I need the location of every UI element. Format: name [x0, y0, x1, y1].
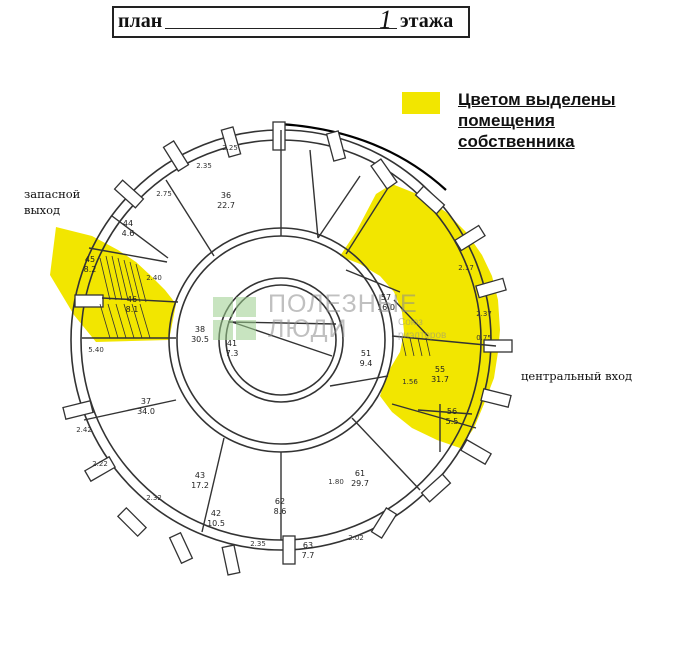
watermark-logo: [213, 297, 256, 340]
room-area: 5.5: [446, 417, 459, 426]
room-area: 8.6: [274, 507, 287, 516]
dimension-label: 2.42: [76, 426, 92, 434]
room-number: 41: [227, 339, 237, 348]
dimension-label: 2.75: [156, 190, 172, 198]
room-number: 43: [195, 471, 205, 480]
pilaster: [221, 544, 241, 576]
emergency-exit-label: запасной выход: [24, 186, 80, 218]
room-area: 10.5: [207, 519, 225, 528]
watermark-logo-square: [213, 297, 233, 317]
dimension-label: 0.75: [476, 334, 492, 342]
room-area: 16.0: [377, 303, 395, 312]
watermark-logo-square: [213, 320, 233, 340]
pilaster: [168, 531, 194, 565]
pilaster: [475, 277, 507, 299]
room-number: 51: [361, 349, 371, 358]
room-number: 55: [435, 365, 445, 374]
stairs: [99, 255, 431, 357]
legend-text: Цветом выделены помещения собственника: [458, 89, 668, 152]
floor-title-box: план 1 этажа: [112, 5, 470, 38]
room-area: 22.7: [217, 201, 235, 210]
pilaster: [74, 294, 104, 308]
roof-arc: [278, 122, 447, 191]
pilaster: [325, 130, 347, 162]
room-number: 46: [127, 295, 137, 304]
pilasters: [62, 121, 513, 576]
partition-walls: [82, 130, 497, 540]
room-number: 57: [381, 293, 391, 302]
emergency-exit-line-2: выход: [24, 203, 61, 217]
pilaster: [220, 126, 242, 158]
main-entrance-label: центральный вход: [521, 369, 633, 383]
watermark-line-1: ПОЛЕЗНЫЕ: [268, 290, 418, 318]
floor-number: 1: [379, 5, 392, 34]
highlight-stair-left: [50, 227, 176, 342]
legend-swatch: [402, 92, 440, 114]
pilaster: [116, 506, 148, 538]
pilaster: [480, 388, 512, 408]
room-area: 9.4: [360, 359, 373, 368]
watermark-small-1: Союз: [398, 317, 423, 328]
room-number: 44: [123, 219, 133, 228]
pilaster: [420, 473, 452, 503]
watermark-logo-square: [236, 297, 256, 317]
room-area: 31.7: [431, 375, 449, 384]
room-number: 45: [85, 255, 95, 264]
title-underline: [165, 28, 397, 29]
room-number: 42: [211, 509, 221, 518]
legend-line-3: собственника: [458, 132, 575, 151]
pilaster: [454, 224, 486, 252]
room-area: 8.1: [126, 305, 139, 314]
dimension-label: 2.22: [92, 460, 108, 468]
room-area: 17.2: [191, 481, 209, 490]
room-number: 61: [355, 469, 365, 478]
dimension-label: 2.35: [250, 540, 266, 548]
room-area: 4.6: [122, 229, 135, 238]
pilaster: [459, 438, 493, 466]
dimension-label: 2.37: [476, 310, 492, 318]
room-number: 38: [195, 325, 205, 334]
dimension-label: 2.25: [222, 144, 238, 152]
legend-line-2: помещения: [458, 111, 555, 130]
room-number: 37: [141, 397, 151, 406]
pilaster: [162, 140, 190, 172]
pilaster: [483, 339, 513, 353]
room-number: 56: [447, 407, 457, 416]
dimension-label: 2.02: [348, 534, 364, 542]
pilaster: [113, 179, 145, 209]
dimension-label: 5.40: [88, 346, 104, 354]
room-area: 29.7: [351, 479, 369, 488]
room-area: 34.0: [137, 407, 155, 416]
dimension-label: 2.32: [146, 494, 162, 502]
dimension-label: 2.35: [196, 162, 212, 170]
pilaster: [414, 185, 446, 215]
room-area: 7.3: [226, 349, 239, 358]
dimension-label: 2.40: [146, 274, 162, 282]
room-area: 8.2: [84, 265, 97, 274]
pilaster: [272, 121, 286, 151]
pilaster: [62, 400, 94, 420]
dimension-label: 1.80: [328, 478, 344, 486]
room-number: 62: [275, 497, 285, 506]
title-floor-word: этажа: [400, 10, 454, 32]
room-number: 36: [221, 191, 231, 200]
dimension-label: 1.56: [402, 378, 418, 386]
legend-line-1: Цветом выделены: [458, 90, 616, 109]
watermark-logo-square: [236, 320, 256, 340]
dimension-label: 2.17: [458, 264, 474, 272]
room-area: 30.5: [191, 335, 209, 344]
pilaster: [83, 455, 117, 483]
watermark-small-2: риэлторов: [398, 330, 447, 341]
pilaster: [370, 507, 398, 539]
pilaster: [370, 158, 398, 190]
watermark-line-2: ЛЮДИ: [268, 315, 348, 343]
pilaster: [282, 535, 296, 565]
room-area: 7.7: [302, 551, 315, 560]
emergency-exit-line-1: запасной: [24, 187, 81, 201]
title-plan-word: план: [118, 10, 163, 32]
room-number: 63: [303, 541, 313, 550]
